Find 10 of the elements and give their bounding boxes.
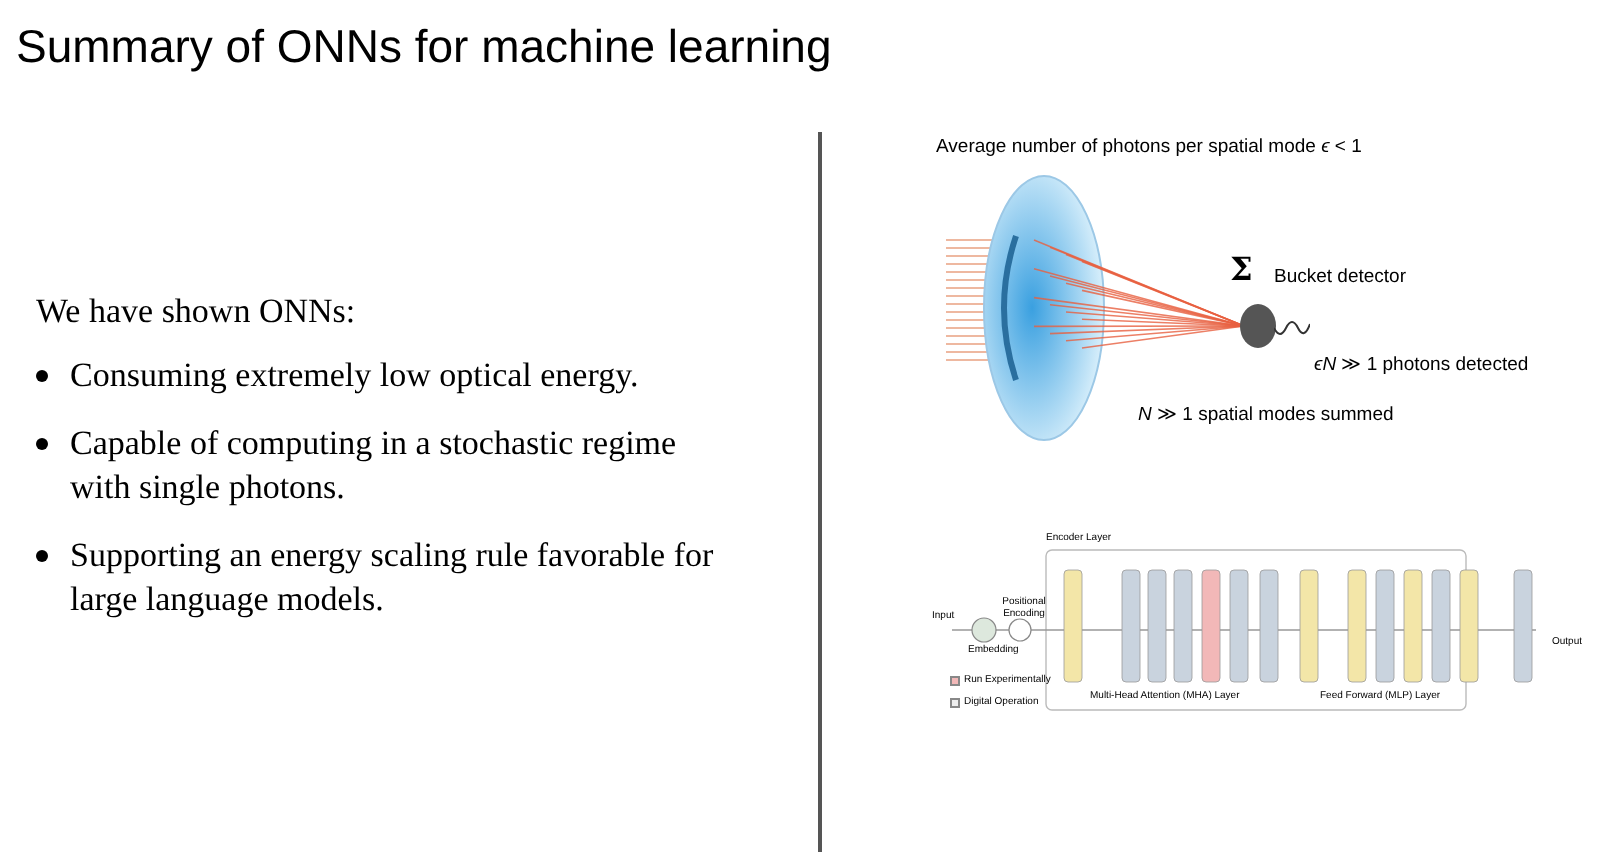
- sum-symbol: Σ: [1230, 252, 1253, 288]
- slide-title: Summary of ONNs for machine learning: [16, 18, 832, 76]
- photons-detected-label: ϵN ≫ 1 photons detected: [1314, 352, 1529, 380]
- bullet-text: Consuming extremely low optical energy.: [70, 354, 641, 398]
- bullet-text: Supporting an energy scaling rule favorable for large language models.: [70, 534, 716, 622]
- intro-text: We have shown ONNs:: [36, 290, 358, 334]
- figure-caption: Average number of photons per spatial mode ϵ < 1: [936, 134, 1362, 162]
- modes-summed-label: N ≫ 1 spatial modes summed: [1138, 402, 1394, 430]
- detector-label: Bucket detector: [1274, 264, 1407, 292]
- bullet-text: Capable of computing in a stochastic regime with single photons.: [70, 422, 679, 510]
